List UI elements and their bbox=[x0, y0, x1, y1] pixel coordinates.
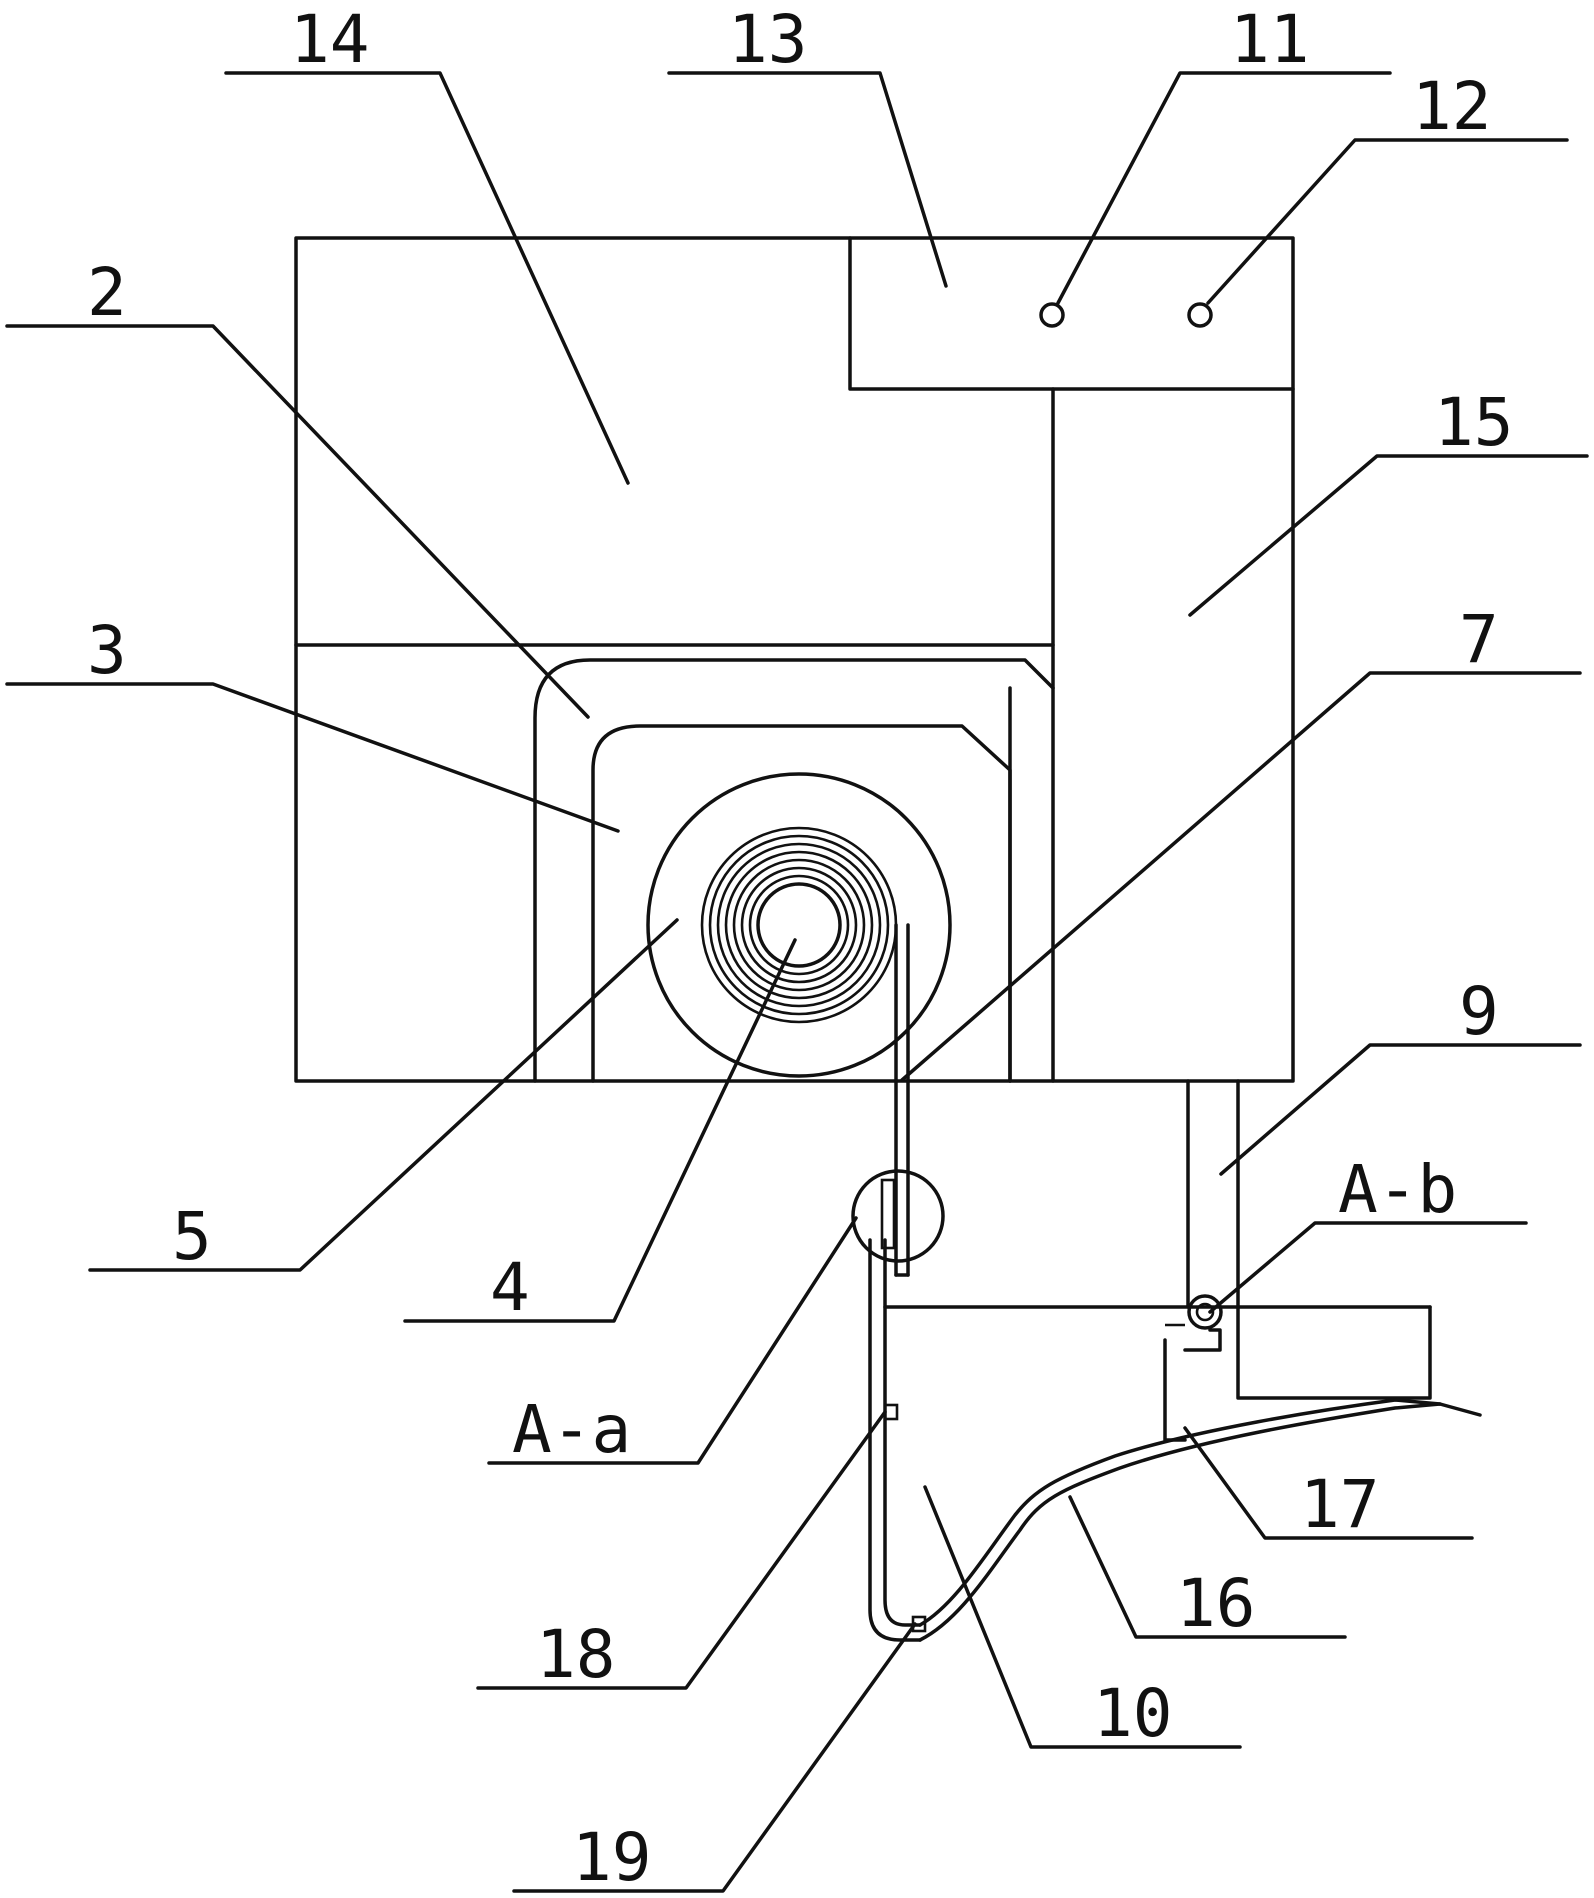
part-5-disc bbox=[646, 772, 952, 1078]
part-16-sheet bbox=[918, 1398, 1482, 1642]
callout-10: 10 bbox=[1093, 1675, 1172, 1752]
part-10-hanger bbox=[868, 1238, 1432, 1642]
callout-17: 17 bbox=[1300, 1466, 1379, 1543]
callout-16: 16 bbox=[1176, 1565, 1255, 1642]
part-12-hole bbox=[1187, 302, 1213, 328]
callout-14: 14 bbox=[290, 1, 369, 78]
callout-5: 5 bbox=[172, 1198, 212, 1275]
housing-frame bbox=[294, 236, 1295, 1083]
callout-9: 9 bbox=[1459, 973, 1499, 1050]
callout-11: 11 bbox=[1230, 1, 1309, 78]
callout-19: 19 bbox=[572, 1819, 651, 1896]
callout-labels: 14 13 11 12 2 15 3 7 9 A-b 5 4 A-a 17 16… bbox=[87, 1, 1513, 1896]
callout-4: 4 bbox=[490, 1249, 530, 1326]
callout-18: 18 bbox=[536, 1616, 615, 1693]
part-11-hole bbox=[1039, 302, 1065, 328]
callout-2: 2 bbox=[87, 254, 127, 331]
part-7-strap bbox=[880, 923, 910, 1277]
callout-3: 3 bbox=[87, 612, 127, 689]
callout-13: 13 bbox=[728, 1, 807, 78]
part-17-bracket bbox=[1163, 1294, 1432, 1442]
leader-lines bbox=[5, 71, 1589, 1893]
callout-A-a: A-a bbox=[512, 1391, 631, 1468]
callout-7: 7 bbox=[1459, 601, 1499, 678]
part-9-rod bbox=[1186, 1079, 1240, 1309]
part-4-coil bbox=[700, 826, 898, 1024]
callout-A-b: A-b bbox=[1338, 1151, 1457, 1228]
part-3-outline bbox=[591, 724, 1012, 1083]
callout-12: 12 bbox=[1412, 68, 1491, 145]
callout-15: 15 bbox=[1434, 384, 1513, 461]
detail-A-a-circle bbox=[851, 1169, 945, 1263]
part-2-outline bbox=[533, 658, 1055, 1083]
